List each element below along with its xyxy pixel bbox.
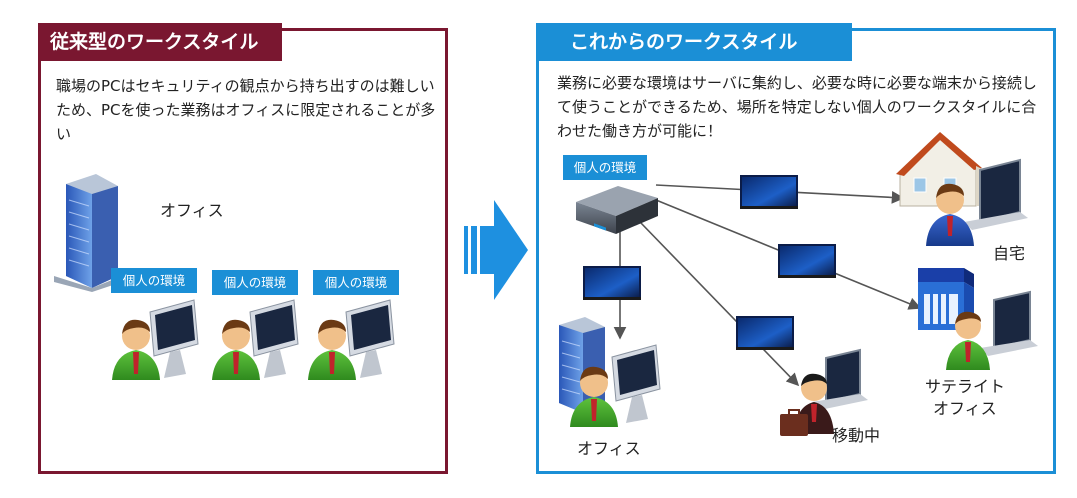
office-label: オフィス [160,201,224,220]
mobile-label: 移動中 [832,426,881,445]
personal-env-label: 個人の環境 [212,270,298,295]
server-icon [576,186,658,234]
satellite-office-label-line2: オフィス [933,399,997,418]
server-env-label: 個人の環境 [563,155,647,180]
person-at-pc-icon [112,299,199,380]
person-at-pc-icon [570,344,661,427]
left-panel-description: 職場のPCはセキュリティの観点から持ち出すのは難しいため、PCを使った業務はオフ… [56,77,436,143]
office-building-icon [54,174,122,292]
desktop-screen-icon [736,316,794,350]
person-with-laptop-icon [926,158,1028,246]
right-panel-title: これからのワークスタイル [536,23,852,61]
right-panel-description: 業務に必要な環境はサーバに集約し、必要な時に必要な端末から接続して使うことができ… [557,74,1037,140]
transition-arrow-icon [464,200,528,300]
desktop-screen-icon [740,175,798,209]
businessman-with-laptop-icon [780,348,868,436]
person-with-laptop-icon [946,290,1038,370]
personal-env-label: 個人の環境 [111,268,197,293]
briefcase-icon [780,414,808,436]
home-label: 自宅 [993,244,1026,263]
office-label: オフィス [577,439,641,458]
person-at-pc-icon [212,299,299,380]
person-at-pc-icon [308,299,395,380]
desktop-screen-icon [778,244,836,278]
personal-env-label: 個人の環境 [313,270,399,295]
left-panel-title: 従来型のワークスタイル [38,23,282,61]
satellite-office-label-line1: サテライト [925,377,1006,396]
desktop-screen-icon [583,266,641,300]
